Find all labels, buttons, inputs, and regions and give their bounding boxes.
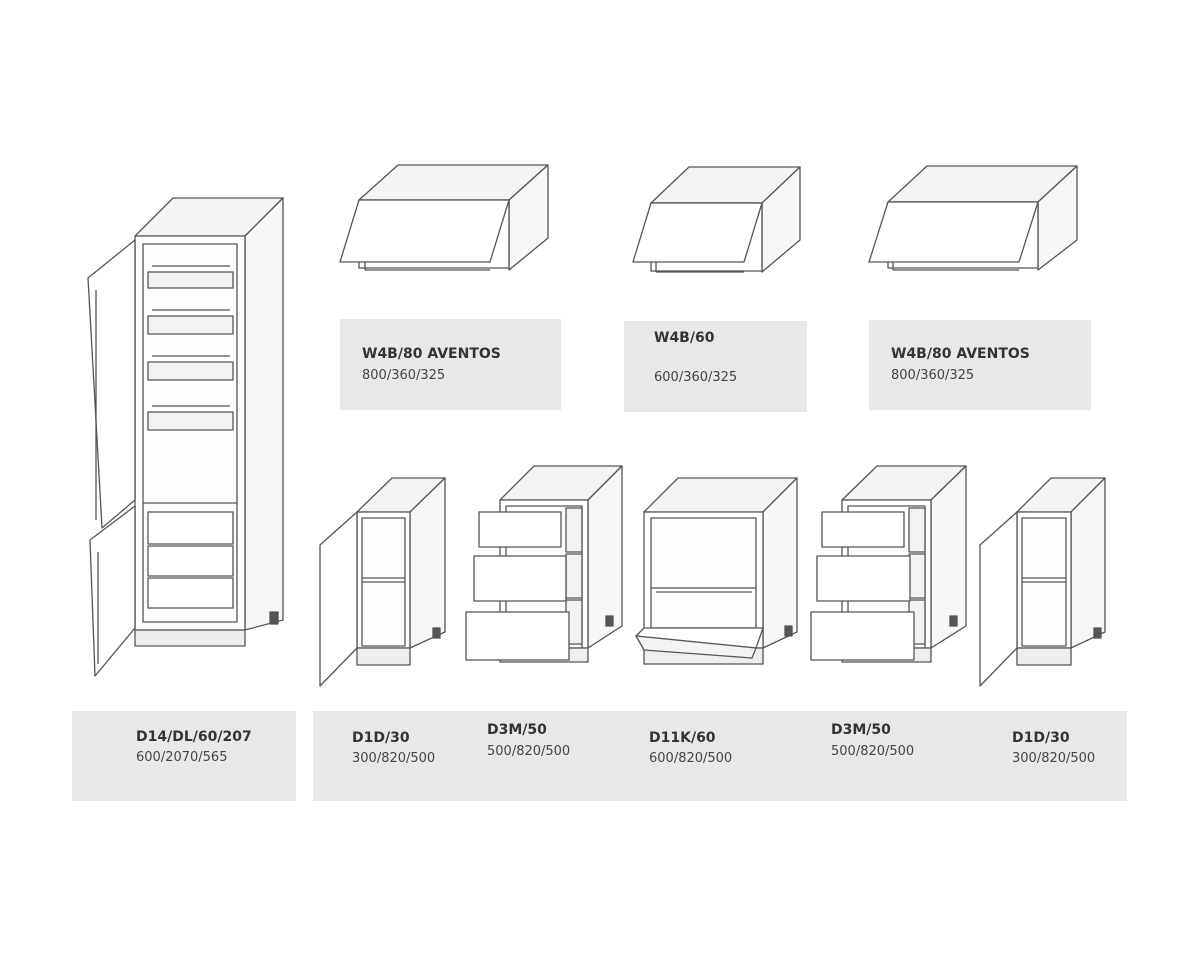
wall-cabinet-drawing-3 <box>868 165 1078 271</box>
base-cabinet-drawing-4 <box>810 465 967 663</box>
wall-unit-code-1: W4B/80 AVENTOS <box>362 346 501 362</box>
base-unit-code-2: D3M/50 <box>487 722 547 738</box>
wall-unit-dims-2: 600/360/325 <box>654 370 738 385</box>
wall-unit-dims-3: 800/360/325 <box>891 368 975 383</box>
base-unit-dims-2: 500/820/500 <box>487 744 571 759</box>
wall-cabinet-drawing-2 <box>632 166 801 273</box>
base-label-panel <box>313 711 1127 801</box>
tall-cabinet-drawing <box>87 197 284 677</box>
base-unit-dims-3: 600/820/500 <box>649 751 733 766</box>
base-unit-dims-4: 500/820/500 <box>831 744 915 759</box>
wall-cabinet-drawing-1 <box>339 164 549 271</box>
base-unit-code-1: D1D/30 <box>352 730 410 746</box>
wall-unit-code-3: W4B/80 AVENTOS <box>891 346 1030 362</box>
base-cabinet-drawing-1 <box>319 477 446 687</box>
base-cabinet-drawing-2 <box>465 465 623 663</box>
tall-label-panel <box>72 711 296 801</box>
base-unit-dims-1: 300/820/500 <box>352 751 436 766</box>
base-unit-code-3: D11K/60 <box>649 730 716 746</box>
base-cabinet-drawing-3 <box>635 477 798 665</box>
wall-label-panel-2 <box>624 321 807 412</box>
tall-unit-dims: 600/2070/565 <box>136 750 228 765</box>
wall-label-panel-1 <box>340 319 561 410</box>
wall-label-panel-3 <box>869 320 1091 410</box>
wall-unit-code-2: W4B/60 <box>654 330 715 346</box>
base-unit-dims-5: 300/820/500 <box>1012 751 1096 766</box>
base-cabinet-drawing-5 <box>979 477 1106 687</box>
wall-unit-dims-1: 800/360/325 <box>362 368 446 383</box>
tall-unit-code: D14/DL/60/207 <box>136 729 252 745</box>
base-unit-code-5: D1D/30 <box>1012 730 1070 746</box>
base-unit-code-4: D3M/50 <box>831 722 891 738</box>
